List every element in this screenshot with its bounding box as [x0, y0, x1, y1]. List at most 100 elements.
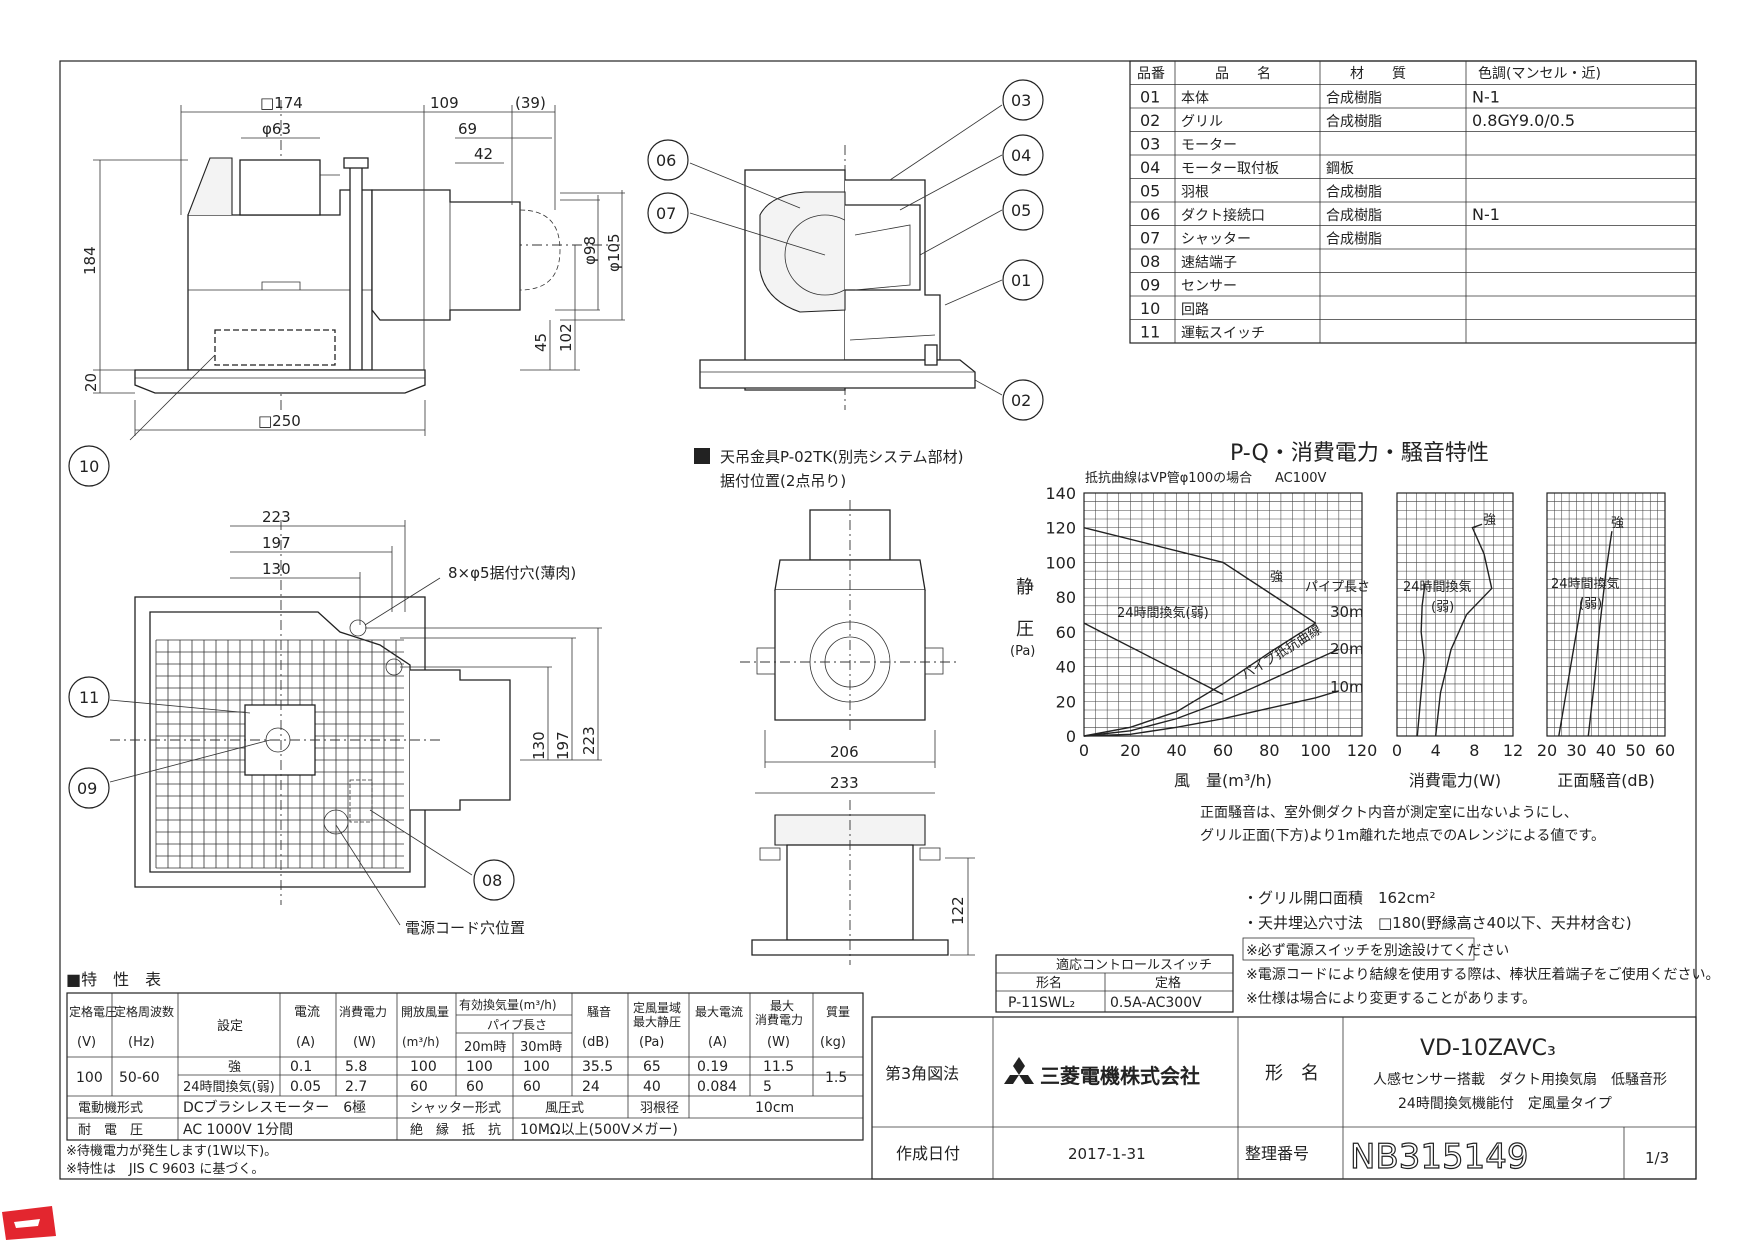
h-static-1: 定風量域: [633, 1000, 681, 1015]
dim-phi98: φ98: [581, 236, 599, 265]
part-number: 03: [1140, 135, 1160, 154]
x-tick-label: 40: [1166, 741, 1186, 760]
chart-frame: [1546, 492, 1666, 737]
characteristics-cell: 強: [228, 1060, 241, 1075]
y-tick-label: 100: [1045, 553, 1076, 572]
h-30m: 30m時: [520, 1040, 562, 1055]
annotation-30m: 30m: [1330, 603, 1364, 621]
h-voltage: 定格電圧: [69, 1004, 117, 1019]
annotation-strong: 強: [1483, 513, 1496, 528]
model-desc-1: 人感センサー搭載 ダクト用換気扇 低騒音形: [1373, 1071, 1667, 1088]
series-line: [1083, 622, 1224, 695]
blade-label: 羽根径: [640, 1101, 679, 1116]
h-current: 電流: [294, 1005, 320, 1020]
motor-label: 電動機形式: [78, 1101, 143, 1116]
characteristics-cell: 40: [643, 1079, 661, 1095]
annotation-pipe-length: パイプ長さ: [1305, 580, 1370, 595]
shutter-label: シャッター形式: [410, 1101, 501, 1116]
shutter-value: 風圧式: [545, 1101, 584, 1116]
y-tick-label: 80: [1056, 588, 1076, 607]
parts-header: 色調(マンセル・近): [1478, 65, 1601, 82]
dim-20: 20: [82, 373, 100, 392]
x-tick-label: 40: [1596, 741, 1616, 760]
characteristics-cell: 35.5: [582, 1059, 613, 1075]
cord-note: 電源コード穴位置: [405, 919, 525, 937]
withstand-label: 耐 電 圧: [78, 1123, 143, 1138]
hanger-side-drawing: [751, 792, 975, 965]
y-tick-label: 40: [1056, 658, 1076, 677]
y-axis-label-1: 静: [1016, 577, 1034, 598]
characteristics-cell: 0.19: [697, 1059, 728, 1075]
characteristics-cell: 0.084: [697, 1079, 737, 1095]
y-tick-label: 60: [1056, 623, 1076, 642]
h-mass: 質量: [826, 1004, 850, 1019]
h-20m: 20m時: [464, 1040, 506, 1055]
y-tick-label: 140: [1045, 484, 1076, 503]
part-name: 本体: [1181, 91, 1209, 107]
part-color: 0.8GY9.0/0.5: [1472, 111, 1575, 130]
part-color: N-1: [1472, 205, 1500, 224]
part-number: 01: [1140, 88, 1160, 107]
switch-table: [995, 954, 1234, 1013]
parts-header: 品 名: [1215, 66, 1271, 82]
model-desc-2: 24時間換気機能付 定風量タイプ: [1398, 1096, 1612, 1112]
dim-184: 184: [81, 246, 99, 275]
x-tick-label: 60: [1655, 741, 1675, 760]
characteristics-cell: 5: [763, 1079, 772, 1095]
chart-frame: [1083, 492, 1363, 737]
callout-11: 11: [79, 688, 99, 707]
part-name: 羽根: [1181, 185, 1209, 201]
y-axis-unit: (Pa): [1010, 644, 1035, 659]
noise-note-2: グリル正面(下方)より1m離れた地点でのAレンジによる値です。: [1200, 827, 1605, 844]
projection-method: 第3角図法: [885, 1064, 959, 1083]
date-value: 2017-1-31: [1068, 1145, 1146, 1163]
dim-122: 122: [949, 896, 967, 925]
side-section-drawing: [647, 79, 1044, 421]
dim-45: 45: [532, 333, 550, 352]
annotation-10m: 10m: [1330, 678, 1364, 696]
characteristics-cell: 24時間換気(弱): [183, 1079, 275, 1095]
callout-04: 04: [1011, 146, 1031, 165]
h-freq: 定格周波数: [114, 1004, 174, 1019]
val-mass: 1.5: [825, 1070, 847, 1086]
h-current-unit: (A): [296, 1035, 315, 1050]
characteristics-cell: 24: [582, 1079, 600, 1095]
dim-42: 42: [474, 145, 493, 163]
series-line: [1083, 527, 1317, 624]
annotation-24h: 24時間換気: [1403, 579, 1472, 595]
x-tick-label: 4: [1431, 741, 1441, 760]
annotation-strong: 強: [1270, 570, 1283, 585]
company-name: 三菱電機株式会社: [1040, 1064, 1200, 1088]
x-tick-label: 0: [1079, 741, 1089, 760]
switch-table-h-model: 形名: [1036, 975, 1062, 991]
x-tick-label: 20: [1537, 741, 1557, 760]
x-axis-label: 風 量(m³/h): [1174, 771, 1272, 790]
part-name: ダクト接続口: [1181, 207, 1265, 224]
x-tick-label: 8: [1469, 741, 1479, 760]
annotation-pipe-curve: パイプ抵抗曲線: [1239, 622, 1325, 684]
dim-197-vertical: 197: [554, 731, 572, 760]
dim-130-vertical: 130: [530, 731, 548, 760]
switch-model: P-11SWL₂: [1008, 995, 1075, 1011]
dim-223-vertical: 223: [580, 726, 598, 755]
series-line: [1083, 648, 1340, 737]
withstand-value: AC 1000V 1分間: [183, 1122, 293, 1138]
dim-130: 130: [262, 560, 291, 578]
dim-69: 69: [458, 120, 477, 138]
y-tick-label: 0: [1066, 727, 1076, 746]
part-number: 10: [1140, 299, 1160, 318]
insulation-value: 10MΩ以上(500Vメガー): [520, 1122, 678, 1138]
h-freq-unit: (Hz): [128, 1035, 155, 1050]
characteristics-cell: 2.7: [345, 1079, 367, 1095]
series-line: [1587, 531, 1613, 737]
dim-250: □250: [258, 412, 301, 430]
part-number: 08: [1140, 252, 1160, 271]
hanger-subtitle: 据付位置(2点吊り): [720, 472, 846, 490]
characteristics-cell: 100: [466, 1059, 493, 1075]
h-static-unit: (Pa): [639, 1035, 664, 1050]
hanger-title: 天吊金具P-02TK(別売システム部材): [720, 448, 963, 466]
part-number: 06: [1140, 205, 1160, 224]
